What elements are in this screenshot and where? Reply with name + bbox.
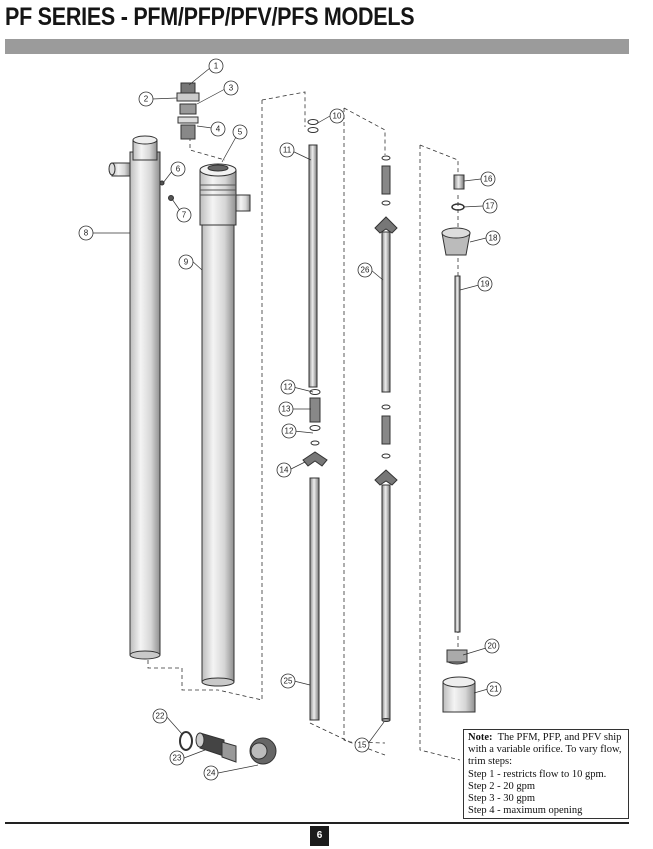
page-number: 6 (310, 826, 329, 846)
callout-16: 16 (484, 175, 493, 184)
part-15-rod-lower (374, 404, 398, 722)
title-divider-bar (5, 39, 629, 54)
note-step-1: Step 1 - restricts flow to 10 gpm. (468, 768, 607, 780)
callout-23: 23 (173, 754, 182, 763)
callout-17: 17 (486, 202, 495, 211)
callout-26: 26 (361, 266, 370, 275)
callout-10: 10 (333, 112, 342, 121)
part-8-outer-tube (108, 135, 161, 660)
parts-16-21-column (441, 174, 476, 713)
callout-12b: 12 (285, 427, 294, 436)
part-13-coupler (302, 389, 328, 467)
callout-8: 8 (84, 229, 89, 238)
footer-rule (5, 822, 629, 824)
callout-2: 2 (144, 95, 149, 104)
callout-21: 21 (490, 685, 499, 694)
callout-3: 3 (229, 84, 234, 93)
note-line-3: trim steps: (468, 756, 513, 768)
callout-19: 19 (481, 280, 490, 289)
part-11-upper-rod (307, 119, 319, 388)
page-title: PF SERIES - PFM/PFP/PFV/PFS MODELS (5, 3, 415, 31)
callout-11: 11 (283, 146, 292, 155)
part-9-pump-tube (199, 163, 251, 687)
part-25-lower-rod (309, 477, 320, 721)
callout-24: 24 (207, 769, 216, 778)
callout-7: 7 (182, 211, 187, 220)
callout-22: 22 (156, 712, 165, 721)
note-step-4: Step 4 - maximum opening (468, 805, 583, 817)
part-26-rod-upper (374, 155, 398, 393)
note-line-2: with a variable orifice. To vary flow, (468, 744, 622, 756)
parts-1-4-valve-stack (159, 82, 200, 201)
note-intro-line: The PFM, PFP, and PFV ship (497, 732, 622, 743)
callout-6: 6 (176, 165, 181, 174)
callout-25: 25 (284, 677, 293, 686)
callout-15: 15 (358, 741, 367, 750)
callout-20: 20 (488, 642, 497, 651)
callout-1: 1 (214, 62, 219, 71)
note-step-2: Step 2 - 20 gpm (468, 780, 536, 792)
callout-12a: 12 (284, 383, 293, 392)
callout-5: 5 (238, 128, 243, 137)
callout-9: 9 (184, 258, 189, 267)
orifice-note-box: Note: The PFM, PFP, and PFV ship with a … (463, 729, 629, 819)
callout-18: 18 (489, 234, 498, 243)
callout-13: 13 (282, 405, 291, 414)
callout-4: 4 (216, 125, 221, 134)
note-label: Note: (468, 732, 493, 743)
parts-22-24-fittings (179, 731, 277, 765)
callout-14: 14 (280, 466, 289, 475)
part-callouts: 1 2 3 4 5 6 7 8 9 10 11 12 13 12 14 26 1… (78, 58, 502, 781)
assembly-guide-lines (147, 91, 461, 761)
note-step-3: Step 3 - 30 gpm (468, 793, 536, 805)
